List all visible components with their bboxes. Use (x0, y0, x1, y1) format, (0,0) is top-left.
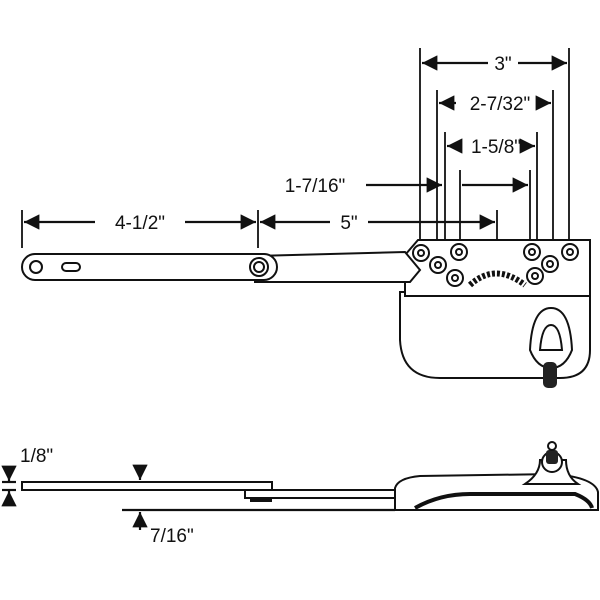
dim-label-7-16in: 7/16" (150, 526, 194, 547)
operator-side-view (1, 441, 599, 530)
gear-teeth (467, 270, 527, 288)
short-arm (21, 253, 278, 281)
dim-label-4-1-2in: 4-1/2" (115, 213, 165, 234)
dim-label-1-8in: 1/8" (20, 446, 53, 467)
mounting-holes (412, 243, 579, 287)
short-arm-side (21, 481, 273, 491)
dim-label-1-7-16in: 1-7/16" (285, 176, 346, 197)
dim-label-2-7-32in: 2-7/32" (470, 94, 531, 115)
dim-label-3in: 3" (494, 54, 511, 75)
dim-label-1-5-8in: 1-5/8" (471, 137, 521, 158)
extension-lines (21, 48, 570, 250)
long-arm (254, 250, 422, 283)
dimension-arrows (24, 55, 567, 230)
crank-spline (543, 362, 557, 388)
operator-top-view (21, 239, 591, 388)
dim-label-5in: 5" (340, 213, 357, 234)
